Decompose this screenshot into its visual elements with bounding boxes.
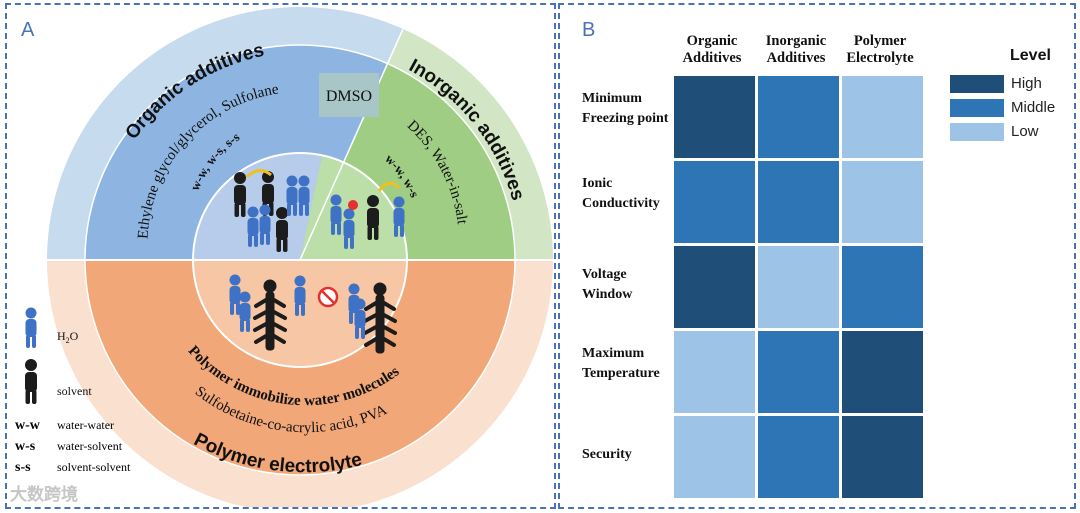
heatmap-cell (841, 330, 924, 414)
heatmap-cell (757, 415, 840, 499)
heatmap-cell (841, 245, 924, 329)
heatmap-cell (757, 245, 840, 329)
heatmap-cell (673, 330, 756, 414)
solvent-key-label: solvent (57, 384, 92, 398)
interaction-abbreviation-list: w-w water-water w-s water-solvent s-s solvent… (15, 418, 131, 475)
heatmap-cell (673, 160, 756, 244)
watermark: 大数跨境 (10, 485, 78, 505)
hydrogen-bond-arc-icon (245, 169, 272, 179)
heatmap-cell (673, 415, 756, 499)
h2o-key-label: H2O (57, 329, 79, 345)
column-header-polymer: Polymer Electrolyte (846, 33, 914, 66)
heatmap-cell (757, 330, 840, 414)
panel-a-letter: A (21, 19, 35, 41)
legend-label: High (1011, 75, 1042, 92)
heatmap-cell (757, 75, 840, 159)
dmso-label: DMSO (326, 88, 372, 105)
row-label: Minimum Freezing point (582, 91, 669, 126)
legend-swatch (950, 123, 1004, 141)
hydrogen-bond-arc-icon (377, 181, 401, 192)
legend-title: Level (1010, 47, 1051, 64)
heatmap-cell (673, 245, 756, 329)
heatmap-cell (757, 160, 840, 244)
abbreviation-meaning: solvent-solvent (57, 460, 131, 474)
row-label: Ionic Conductivity (582, 176, 660, 211)
panel-b-letter: B (582, 19, 596, 41)
row-label: Voltage Window (582, 267, 633, 302)
panel-a: A DMSO (5, 3, 556, 509)
column-header-inorganic: Inorganic Additives (765, 33, 827, 66)
column-header-organic: Organic Additives (682, 33, 742, 66)
heatmap-cell (673, 75, 756, 159)
heatmap-cell (841, 160, 924, 244)
additives-circle-diagram: DMSO Organic additives Ethylene glycol/g… (15, 6, 553, 507)
legend-label: Middle (1011, 99, 1056, 116)
legend-swatch (950, 75, 1004, 93)
abbreviation-meaning: water-solvent (57, 439, 123, 453)
legend-swatch (950, 99, 1004, 117)
dmso-box (319, 73, 379, 117)
h2o-key-icon (25, 307, 37, 348)
abbreviation-code: w-s (15, 439, 36, 454)
panel-b: B Organic Additives Inorganic Additives … (558, 3, 1076, 509)
legend-label: Low (1011, 123, 1039, 140)
abbreviation-meaning: water-water (57, 418, 114, 432)
solvent-key-icon (25, 359, 37, 404)
collision-icon (348, 200, 358, 210)
prohibited-icon (317, 286, 339, 308)
row-label: Maximum Temperature (582, 346, 660, 381)
abbreviation-code: s-s (15, 460, 31, 475)
row-label: Security (582, 447, 632, 462)
heatmap-cell (841, 415, 924, 499)
abbreviation-code: w-w (15, 418, 41, 433)
heatmap-cell (841, 75, 924, 159)
